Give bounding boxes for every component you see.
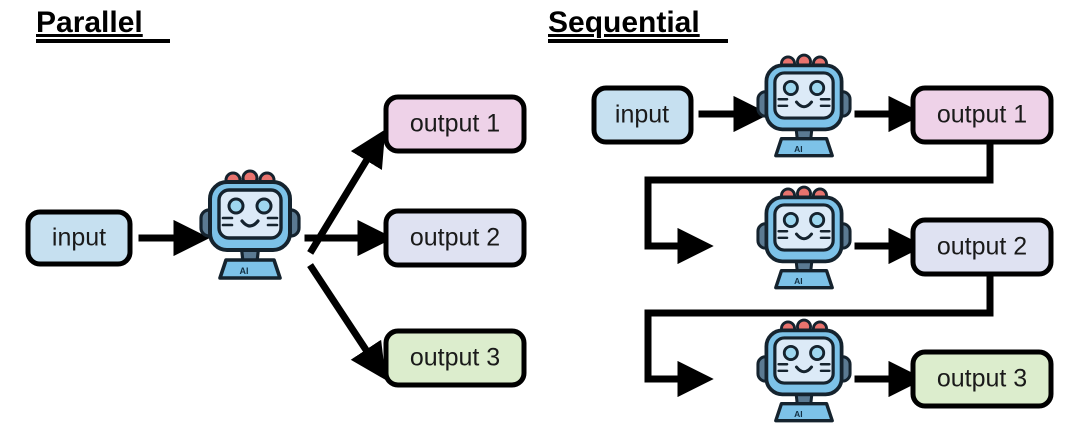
parallel-section-title: Parallel — [36, 6, 143, 39]
parallel-output-1-box[interactable] — [383, 94, 527, 154]
section-sequential: Sequential input AI output 1 — [548, 6, 1054, 423]
sequential-output-1-label: output 1 — [937, 101, 1027, 129]
parallel-output-3-node[interactable]: output 3 — [383, 328, 527, 388]
sequential-input-node[interactable]: input — [591, 85, 694, 145]
sequential-output-3-label: output 3 — [937, 365, 1027, 393]
sequential-output-2-box[interactable] — [910, 217, 1054, 277]
robot-3-ai-label: AI — [794, 409, 802, 419]
sequential-input-label: input — [615, 101, 669, 129]
parallel-output-2-label: output 2 — [410, 224, 500, 252]
parallel-input-box[interactable] — [25, 209, 133, 267]
sequential-output-3-node[interactable]: output 3 — [910, 349, 1054, 409]
robot-ai-label: AI — [240, 266, 249, 276]
sequential-output-2-node[interactable]: output 2 — [910, 217, 1054, 277]
sequential-section-title: Sequential — [548, 6, 700, 39]
route-output-2-to-agent-3 — [644, 273, 994, 398]
robot-2-ai-label: AI — [794, 276, 802, 286]
ai-robot-icon: AI — [199, 169, 301, 280]
parallel-input-node[interactable]: input — [25, 209, 133, 267]
route-output-1-to-agent-2 — [644, 141, 994, 265]
sequential-output-1-box[interactable] — [910, 85, 1054, 145]
ai-robot-icon-3: AI — [756, 318, 852, 423]
sequential-input-box[interactable] — [591, 85, 694, 145]
sequential-output-2-label: output 2 — [937, 233, 1027, 261]
parallel-output-1-node[interactable]: output 1 — [383, 94, 527, 154]
section-parallel: Parallel input AI output 1 — [25, 6, 527, 388]
robot-1-ai-label: AI — [794, 144, 802, 154]
parallel-output-3-label: output 3 — [410, 344, 500, 372]
parallel-output-1-label: output 1 — [410, 110, 500, 138]
parallel-output-2-box[interactable] — [383, 208, 527, 268]
parallel-output-2-node[interactable]: output 2 — [383, 208, 527, 268]
ai-robot-icon-2: AI — [756, 185, 852, 290]
parallel-output-3-box[interactable] — [383, 328, 527, 388]
ai-robot-icon-1: AI — [756, 53, 852, 158]
arrow-agent-to-output-3 — [307, 263, 386, 381]
parallel-input-label: input — [52, 224, 106, 252]
sequential-output-1-node[interactable]: output 1 — [910, 85, 1054, 145]
sequential-output-3-box[interactable] — [910, 349, 1054, 409]
arrow-agent-to-output-1 — [307, 129, 386, 255]
